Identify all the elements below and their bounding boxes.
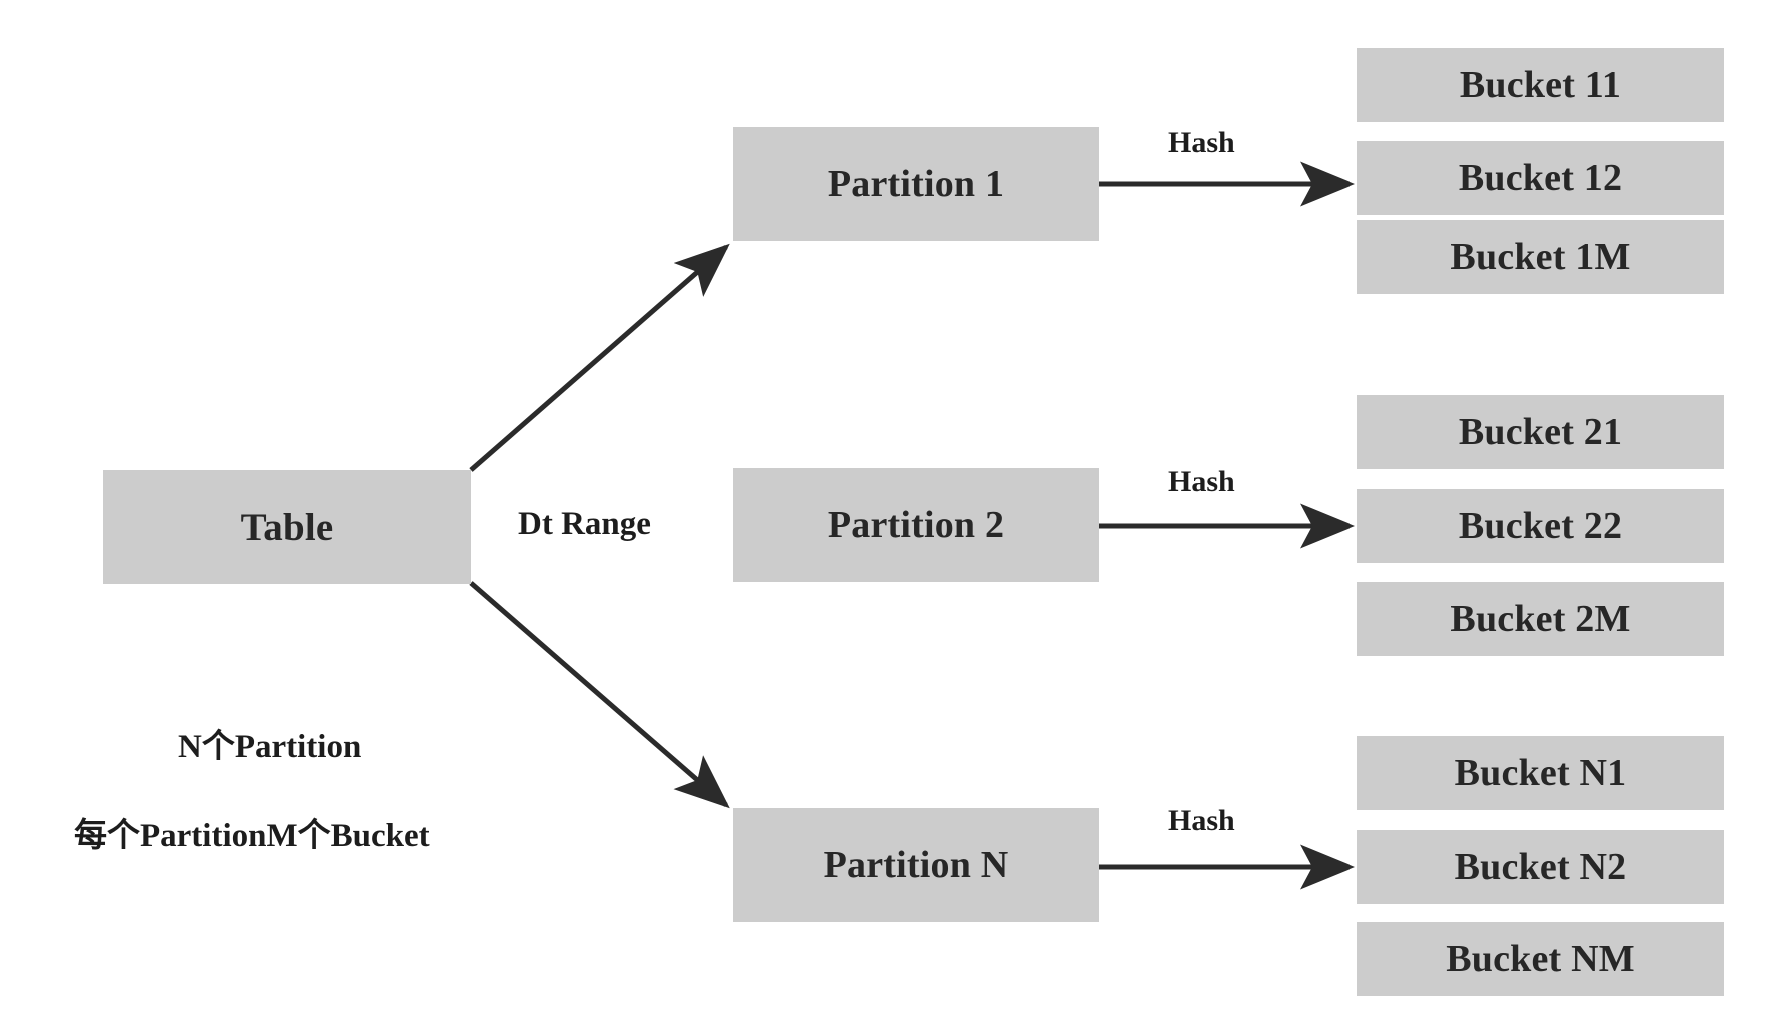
edge-label-hash-1: Hash <box>1168 126 1235 159</box>
node-bucket-n1-label: Bucket N1 <box>1454 752 1627 794</box>
node-partition-2-label: Partition 2 <box>827 504 1005 546</box>
node-bucket-21[interactable]: Bucket 21 <box>1357 395 1724 469</box>
edge-label-dt-range: Dt Range <box>518 506 651 542</box>
edge-table-to-partition-1 <box>469 243 730 472</box>
note-partition-count: N个Partition <box>178 729 362 765</box>
node-table-label: Table <box>240 505 334 549</box>
node-bucket-11[interactable]: Bucket 11 <box>1357 48 1724 122</box>
node-partition-n[interactable]: Partition N <box>733 808 1099 922</box>
node-bucket-2m[interactable]: Bucket 2M <box>1357 582 1724 656</box>
node-partition-1[interactable]: Partition 1 <box>733 127 1099 241</box>
edge-label-hash-3: Hash <box>1168 804 1235 837</box>
note-bucket-per-partition: 每个PartitionM个Bucket <box>74 818 430 854</box>
node-bucket-1m[interactable]: Bucket 1M <box>1357 220 1724 294</box>
node-bucket-1m-label: Bucket 1M <box>1450 236 1631 278</box>
node-bucket-nm-label: Bucket NM <box>1446 938 1635 980</box>
node-bucket-2m-label: Bucket 2M <box>1450 598 1631 640</box>
edge-label-hash-2: Hash <box>1168 465 1235 498</box>
node-partition-n-label: Partition N <box>823 844 1009 886</box>
node-bucket-21-label: Bucket 21 <box>1458 411 1623 453</box>
node-bucket-22[interactable]: Bucket 22 <box>1357 489 1724 563</box>
node-partition-1-label: Partition 1 <box>827 163 1005 205</box>
edge-table-to-partition-n <box>469 581 730 809</box>
node-bucket-n2[interactable]: Bucket N2 <box>1357 830 1724 904</box>
node-bucket-n1[interactable]: Bucket N1 <box>1357 736 1724 810</box>
node-table[interactable]: Table <box>103 470 471 584</box>
node-bucket-12[interactable]: Bucket 12 <box>1357 141 1724 215</box>
node-bucket-n2-label: Bucket N2 <box>1454 846 1627 888</box>
node-partition-2[interactable]: Partition 2 <box>733 468 1099 582</box>
node-bucket-12-label: Bucket 12 <box>1458 157 1623 199</box>
node-bucket-11-label: Bucket 11 <box>1459 64 1622 106</box>
node-bucket-nm[interactable]: Bucket NM <box>1357 922 1724 996</box>
node-bucket-22-label: Bucket 22 <box>1458 505 1623 547</box>
